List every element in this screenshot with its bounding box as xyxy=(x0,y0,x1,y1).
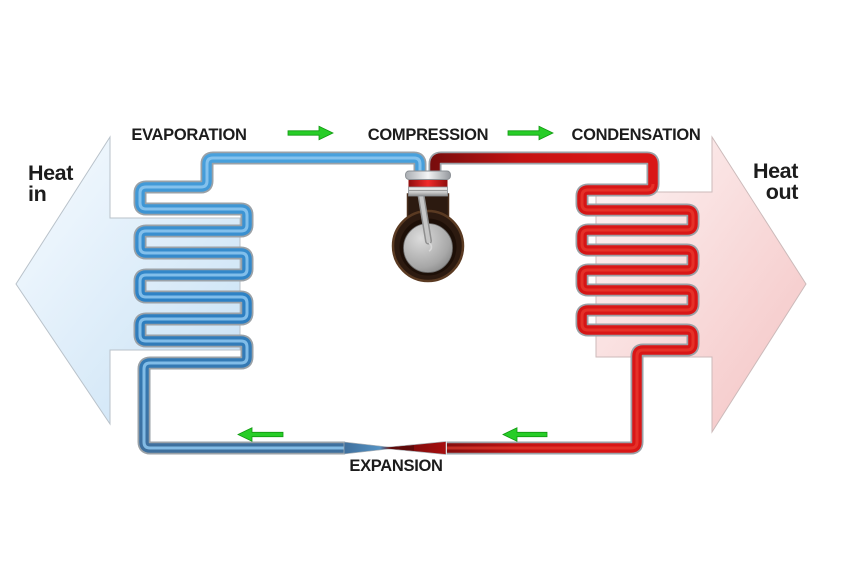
heat-in-arrow xyxy=(15,135,241,426)
flow-arrow-top-left-icon xyxy=(287,125,334,141)
hot-pipe xyxy=(379,151,700,455)
heat-out-line1: Heat xyxy=(753,159,798,183)
flow-arrow-top-right-icon xyxy=(507,125,554,141)
evaporation-label: EVAPORATION xyxy=(131,126,246,144)
crank-pin-highlight xyxy=(428,242,433,252)
heat-in-line2: in xyxy=(28,182,46,206)
heat-out-label: Heat out xyxy=(753,159,799,204)
condensation-label: CONDENSATION xyxy=(571,126,700,144)
compressed-gas-band xyxy=(408,178,448,188)
flow-arrow-bottom-right-icon xyxy=(502,427,548,442)
compression-label: COMPRESSION xyxy=(368,126,488,144)
flow-arrow-bottom-left-icon xyxy=(237,427,284,442)
compressor xyxy=(391,170,465,283)
compressor-piston xyxy=(408,186,448,197)
compressor-cylinder-rim xyxy=(405,170,451,180)
expansion-label: EXPANSION xyxy=(349,457,442,475)
heat-in-label: Heat in xyxy=(28,161,74,206)
cold-pipe-highlight xyxy=(138,156,422,450)
heat-out-line2: out xyxy=(766,180,798,204)
cold-pipe xyxy=(133,151,427,455)
expansion-valve-pinch xyxy=(380,445,414,451)
connecting-rod xyxy=(418,190,431,243)
cold-pipe-taper xyxy=(343,441,398,455)
heat-in-line1: Heat xyxy=(28,161,73,185)
hot-pipe-highlight xyxy=(447,183,695,450)
